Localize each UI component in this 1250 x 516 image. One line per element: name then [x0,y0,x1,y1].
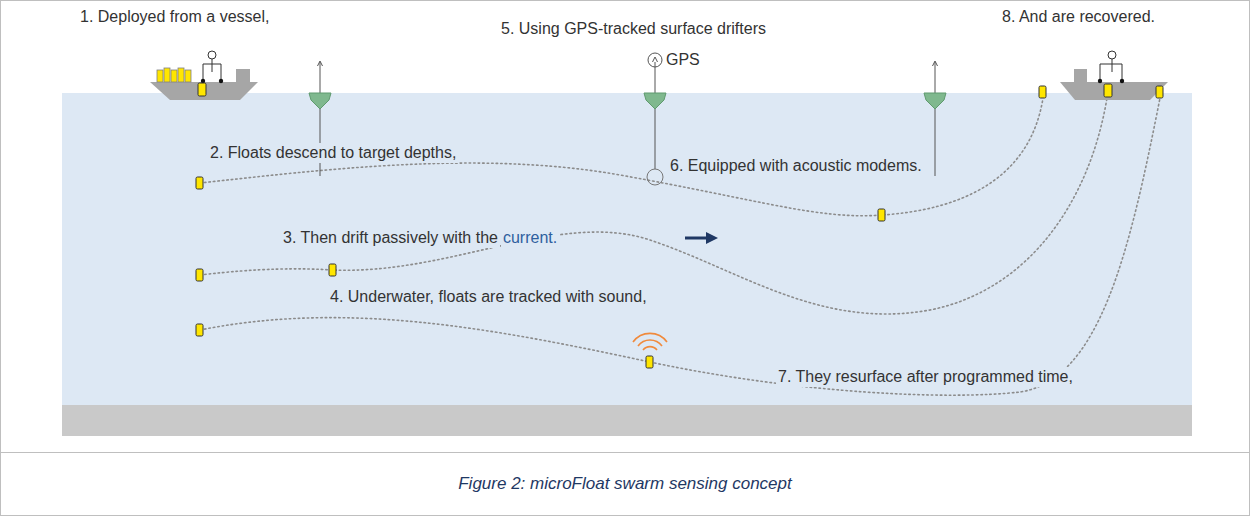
step-label: 4. Underwater, floats are tracked with s… [328,287,649,307]
current-word: current. [501,228,559,248]
float-tracks [200,98,1160,395]
microfloats [196,86,1163,368]
step-label: 3. Then drift passively with the [281,228,500,248]
step-label: 5. Using GPS-tracked surface drifters [499,19,768,39]
step-label: 8. And are recovered. [1000,7,1157,27]
step-label: GPS [664,50,702,70]
step-label: 7. They resurface after programmed time, [776,367,1075,387]
figure-caption: Figure 2: microFloat swarm sensing conce… [0,474,1250,494]
caption-divider [0,452,1250,453]
step-label: 1. Deployed from a vessel, [78,7,271,27]
recovery-vessel [1060,51,1168,100]
current-arrow [685,232,718,244]
step-label: 2. Floats descend to target depths, [208,143,458,163]
step-label: 6. Equipped with acoustic modems. [668,156,924,176]
surface-drifters [309,53,946,185]
water [62,93,1192,406]
survey-vessel [150,51,258,100]
seafloor [62,405,1192,436]
sound-waves [633,333,667,350]
